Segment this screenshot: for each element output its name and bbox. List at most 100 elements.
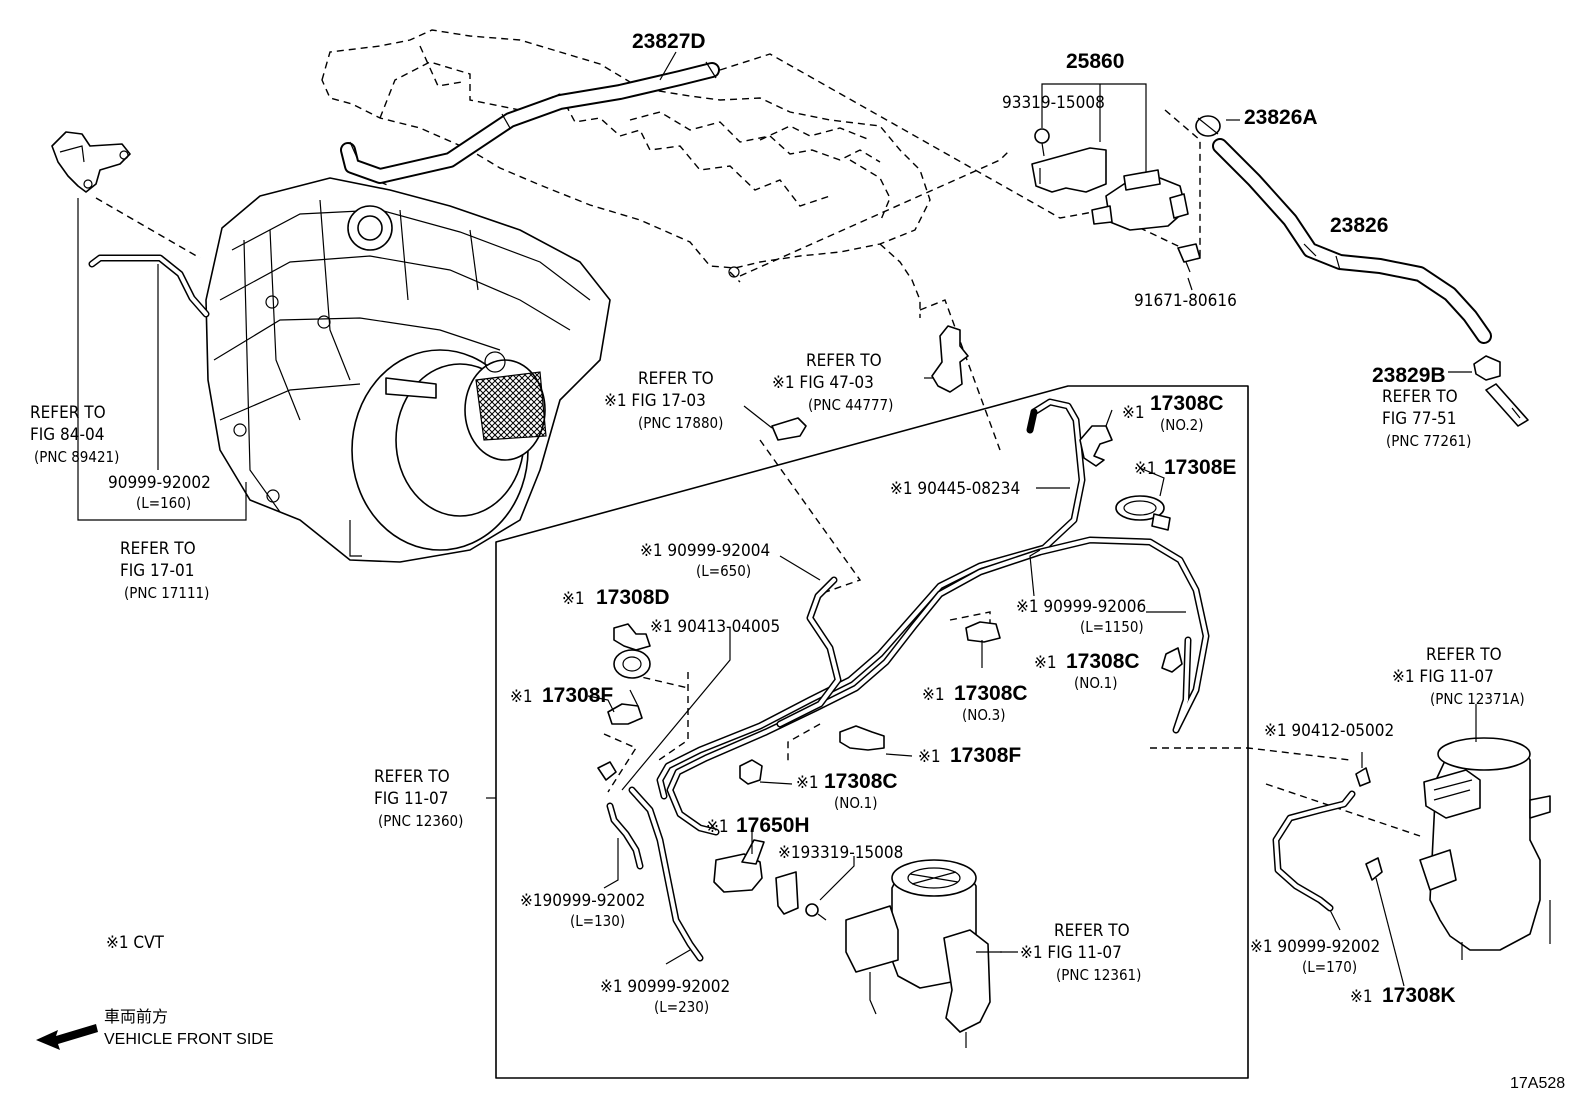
label-17308C-no1b: 17308C: [824, 770, 898, 793]
clamp-17308C-no1b: [739, 759, 763, 785]
ref-77-51-line1: REFER TO: [1382, 387, 1458, 407]
ref-47-03-line3: (PNC 44777): [808, 396, 893, 414]
label-23826: 23826: [1330, 214, 1388, 237]
intake-manifold: [205, 177, 611, 563]
detail-frame: [495, 385, 1249, 1079]
label-93319-15008: 93319-15008: [1002, 93, 1105, 113]
label-17308C-no3-mark: ※1: [922, 685, 945, 705]
ref-11-07-c-line3: (PNC 12371A): [1430, 690, 1525, 708]
label-23826A: 23826A: [1244, 106, 1318, 129]
clamp-17308E: [1115, 495, 1171, 531]
clamp-17308C-no3: [965, 621, 1001, 668]
label-17308C-no1b-sub: (NO.1): [834, 794, 878, 812]
label-90999-92002-L230: ※1 90999-92002: [600, 977, 730, 997]
label-90999-92004: ※1 90999-92004: [640, 541, 770, 561]
label-17308F-b-mark: ※1: [918, 747, 941, 767]
label-17308F-b: 17308F: [950, 744, 1021, 767]
label-90999-92002-L160: 90999-92002: [108, 473, 211, 493]
label-17308K: 17308K: [1382, 984, 1456, 1007]
label-17308C-no1b-mark: ※1: [796, 773, 819, 793]
diagram-code: 17A528: [1510, 1075, 1565, 1092]
label-17308C-no3: 17308C: [954, 682, 1028, 705]
label-17308C-no3-sub: (NO.3): [962, 706, 1006, 724]
label-17650H: 17650H: [736, 814, 810, 837]
label-90999-92002-L130: ※190999-92002: [520, 891, 645, 911]
bolt-93319: [805, 856, 855, 921]
vsv-25860: [1031, 83, 1201, 273]
ref-11-07-c-line1: REFER TO: [1426, 645, 1502, 665]
label-L130: (L=130): [570, 912, 625, 930]
label-17308C-no2-mark: ※1: [1122, 403, 1145, 423]
label-90413-04005: ※1 90413-04005: [650, 617, 780, 637]
clip-90413: [597, 761, 617, 781]
ref-17-01-line3: (PNC 17111): [124, 584, 209, 602]
ref-11-07-a-line2: FIG 11-07: [374, 789, 448, 809]
label-L650: (L=650): [696, 562, 751, 580]
label-93319-15008-b: ※193319-15008: [778, 843, 903, 863]
clamp-17308C-no2: [1079, 425, 1113, 467]
label-17650H-mark: ※1: [706, 817, 729, 837]
connector-17880: [743, 405, 807, 441]
vsv-17650H: [713, 830, 799, 915]
ref-77-51-line2: FIG 77-51: [1382, 409, 1456, 429]
label-17308E: 17308E: [1164, 456, 1236, 479]
label-17308D-mark: ※1: [562, 589, 585, 609]
label-17308C-no1a-sub: (NO.1): [1074, 674, 1118, 692]
ref-47-03-line1: REFER TO: [806, 351, 882, 371]
vehicle-front-arrow: [36, 1024, 98, 1050]
label-L170: (L=170): [1302, 958, 1357, 976]
label-17308F-a: 17308F: [542, 684, 613, 707]
hose-23826: [1195, 115, 1529, 427]
label-17308E-mark: ※1: [1134, 459, 1157, 479]
tube-bundle: [606, 398, 1210, 962]
ref-84-04-line3: (PNC 89421): [34, 448, 119, 466]
note-cvt: ※1 CVT: [106, 933, 165, 953]
clamp-17308F-a: [607, 689, 643, 725]
label-17308C-no2: 17308C: [1150, 392, 1224, 415]
hose-23827D: [340, 61, 720, 184]
label-L230: (L=230): [654, 998, 709, 1016]
ref-17-03-line3: (PNC 17880): [638, 414, 723, 432]
ref-84-04-line1: REFER TO: [30, 403, 106, 423]
label-L160: (L=160): [136, 494, 191, 512]
canister-12361: [845, 859, 1002, 1048]
tube-90999-92002-L160: [88, 254, 210, 318]
engine-outline: [321, 29, 931, 318]
label-17308K-mark: ※1: [1350, 987, 1373, 1007]
label-17308C-no1a: 17308C: [1066, 650, 1140, 673]
sensor-89421: [51, 131, 131, 193]
label-90999-92006: ※1 90999-92006: [1016, 597, 1146, 617]
ref-17-01-line2: FIG 17-01: [120, 561, 194, 581]
clamp-17308C-no1a: [1161, 647, 1183, 673]
ref-11-07-b-line2: ※1 FIG 11-07: [1020, 943, 1122, 963]
ref-77-51-line3: (PNC 77261): [1386, 432, 1471, 450]
ref-84-04-line2: FIG 84-04: [30, 425, 104, 445]
labels: 23827D 25860 93319-15008 23826A 23826 91…: [30, 30, 1565, 1092]
ref-17-01-line1: REFER TO: [120, 539, 196, 559]
ref-11-07-a-line3: (PNC 12360): [378, 812, 463, 830]
label-17308F-a-mark: ※1: [510, 687, 533, 707]
sensor-44777: [924, 325, 969, 393]
label-17308C-no2-sub: (NO.2): [1160, 416, 1204, 434]
ref-11-07-a-line1: REFER TO: [374, 767, 450, 787]
label-90445-08234: ※1 90445-08234: [890, 479, 1020, 499]
ref-11-07-b-line1: REFER TO: [1054, 921, 1130, 941]
clamp-17308D: [613, 623, 651, 679]
label-90999-92002-L170: ※1 90999-92002: [1250, 937, 1380, 957]
label-25860: 25860: [1066, 50, 1124, 73]
label-23827D: 23827D: [632, 30, 706, 53]
direction-jp: 車両前方: [104, 1008, 168, 1026]
label-91671-80616: 91671-80616: [1134, 291, 1237, 311]
label-L1150: (L=1150): [1080, 618, 1144, 636]
ref-47-03-line2: ※1 FIG 47-03: [772, 373, 874, 393]
ref-17-03-line2: ※1 FIG 17-03: [604, 391, 706, 411]
ref-11-07-b-line3: (PNC 12361): [1056, 966, 1141, 984]
clamp-17308F-b: [839, 725, 885, 751]
label-23829B: 23829B: [1372, 364, 1446, 387]
ref-17-03-line1: REFER TO: [638, 369, 714, 389]
label-17308D: 17308D: [596, 586, 670, 609]
label-90412-05002: ※1 90412-05002: [1264, 721, 1394, 741]
direction-en: VEHICLE FRONT SIDE: [104, 1031, 274, 1048]
label-17308C-no1a-mark: ※1: [1034, 653, 1057, 673]
